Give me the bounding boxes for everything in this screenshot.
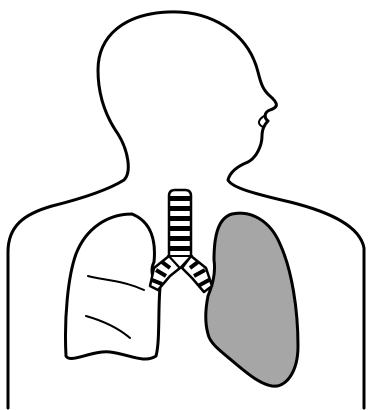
right-lung <box>206 213 298 386</box>
trachea-ring <box>170 236 190 241</box>
trachea-ring <box>170 216 190 221</box>
trachea <box>169 190 191 258</box>
trachea-ring <box>170 196 190 201</box>
bronchi <box>150 256 212 292</box>
trachea-ring <box>170 246 190 251</box>
left-lung <box>65 214 160 359</box>
trachea-ring <box>170 226 190 231</box>
trachea-ring <box>170 206 190 211</box>
